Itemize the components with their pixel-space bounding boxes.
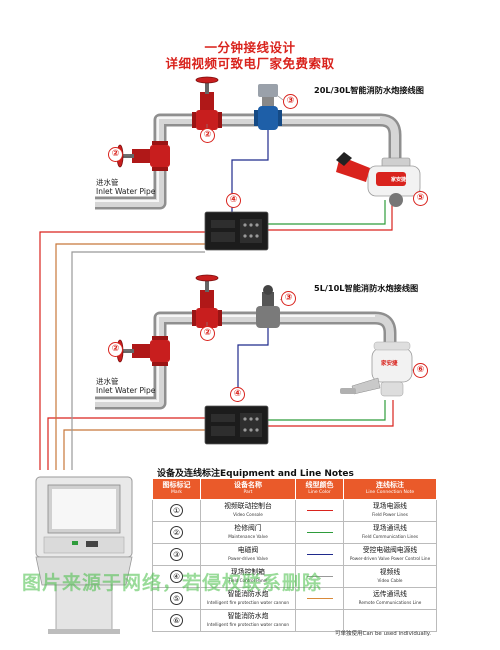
marker-5-cannon: ⑤ [413, 191, 428, 206]
legend-note [343, 609, 437, 632]
legend-mark: ⑤ [170, 592, 183, 605]
wiring-lines [39, 124, 394, 470]
inlet-pipe-label-1: 进水管 Inlet Water Pipe [96, 178, 155, 196]
field-control-panel-2 [204, 405, 269, 445]
gate-valve-1-top [192, 76, 222, 130]
wiring-diagram [39, 76, 421, 470]
legend-mark: ⑥ [170, 614, 183, 627]
water-cannon-2 [340, 341, 413, 397]
footnote: 可单独使用Can be used individually. [335, 631, 431, 637]
legend-line-swatch [306, 576, 333, 577]
cannon-1-brand: 家安捷 [391, 177, 407, 183]
cannon-2-brand: 家安捷 [381, 361, 398, 367]
marker-6-cannon: ⑥ [413, 363, 428, 378]
inlet-pipe-label-en: Inlet Water Pipe [96, 187, 156, 196]
legend-line-swatch [306, 532, 333, 533]
water-cannon-1 [336, 152, 421, 207]
gate-valve-2-top [192, 274, 222, 328]
solenoid-valve-2 [256, 285, 280, 328]
marker-2-valve-side-2: ② [108, 342, 123, 357]
legend-mark: ③ [170, 548, 183, 561]
marker-4-panel-2: ④ [230, 387, 245, 402]
inlet-pipe-label-cn: 进水管 [96, 377, 119, 386]
field-control-panel-1 [204, 211, 269, 251]
legend-mark: ① [170, 504, 183, 517]
legend-mark: ② [170, 526, 183, 539]
diagram-1-title: 20L/30L智能消防水炮接线图 [314, 85, 424, 95]
inlet-pipe-label-cn: 进水管 [96, 178, 119, 187]
gate-valve-2-side [116, 336, 170, 366]
watermark: 图片来源于网络，若侵权联系删除 [22, 572, 323, 594]
marker-2-valve-top-2: ② [200, 326, 215, 341]
legend-line-swatch [306, 554, 333, 555]
power-driven-valve-1 [254, 84, 282, 130]
marker-2-valve-side-1: ② [108, 147, 123, 162]
legend-title: 设备及连线标注Equipment and Line Notes [157, 469, 354, 479]
header-line-2: 详细视频可致电厂家免费索取 [165, 56, 335, 71]
inlet-pipe-label-en: Inlet Water Pipe [96, 386, 156, 395]
inlet-pipe-label-2: 进水管 Inlet Water Pipe [96, 377, 155, 395]
video-console [35, 476, 133, 634]
diagram-2-title: 5L/10L智能消防水炮接线图 [314, 283, 419, 293]
marker-4-panel-1: ④ [226, 193, 241, 208]
marker-3-valve-1: ③ [283, 94, 298, 109]
legend-mark: ④ [170, 570, 183, 583]
legend-line-swatch [306, 510, 333, 511]
marker-2-valve-top-1: ② [200, 128, 215, 143]
legend-line-swatch [306, 598, 333, 599]
gate-valve-1-side [116, 141, 170, 171]
header-line-1: 一分钟接线设计 [204, 40, 296, 55]
marker-3-valve-2: ③ [281, 291, 296, 306]
